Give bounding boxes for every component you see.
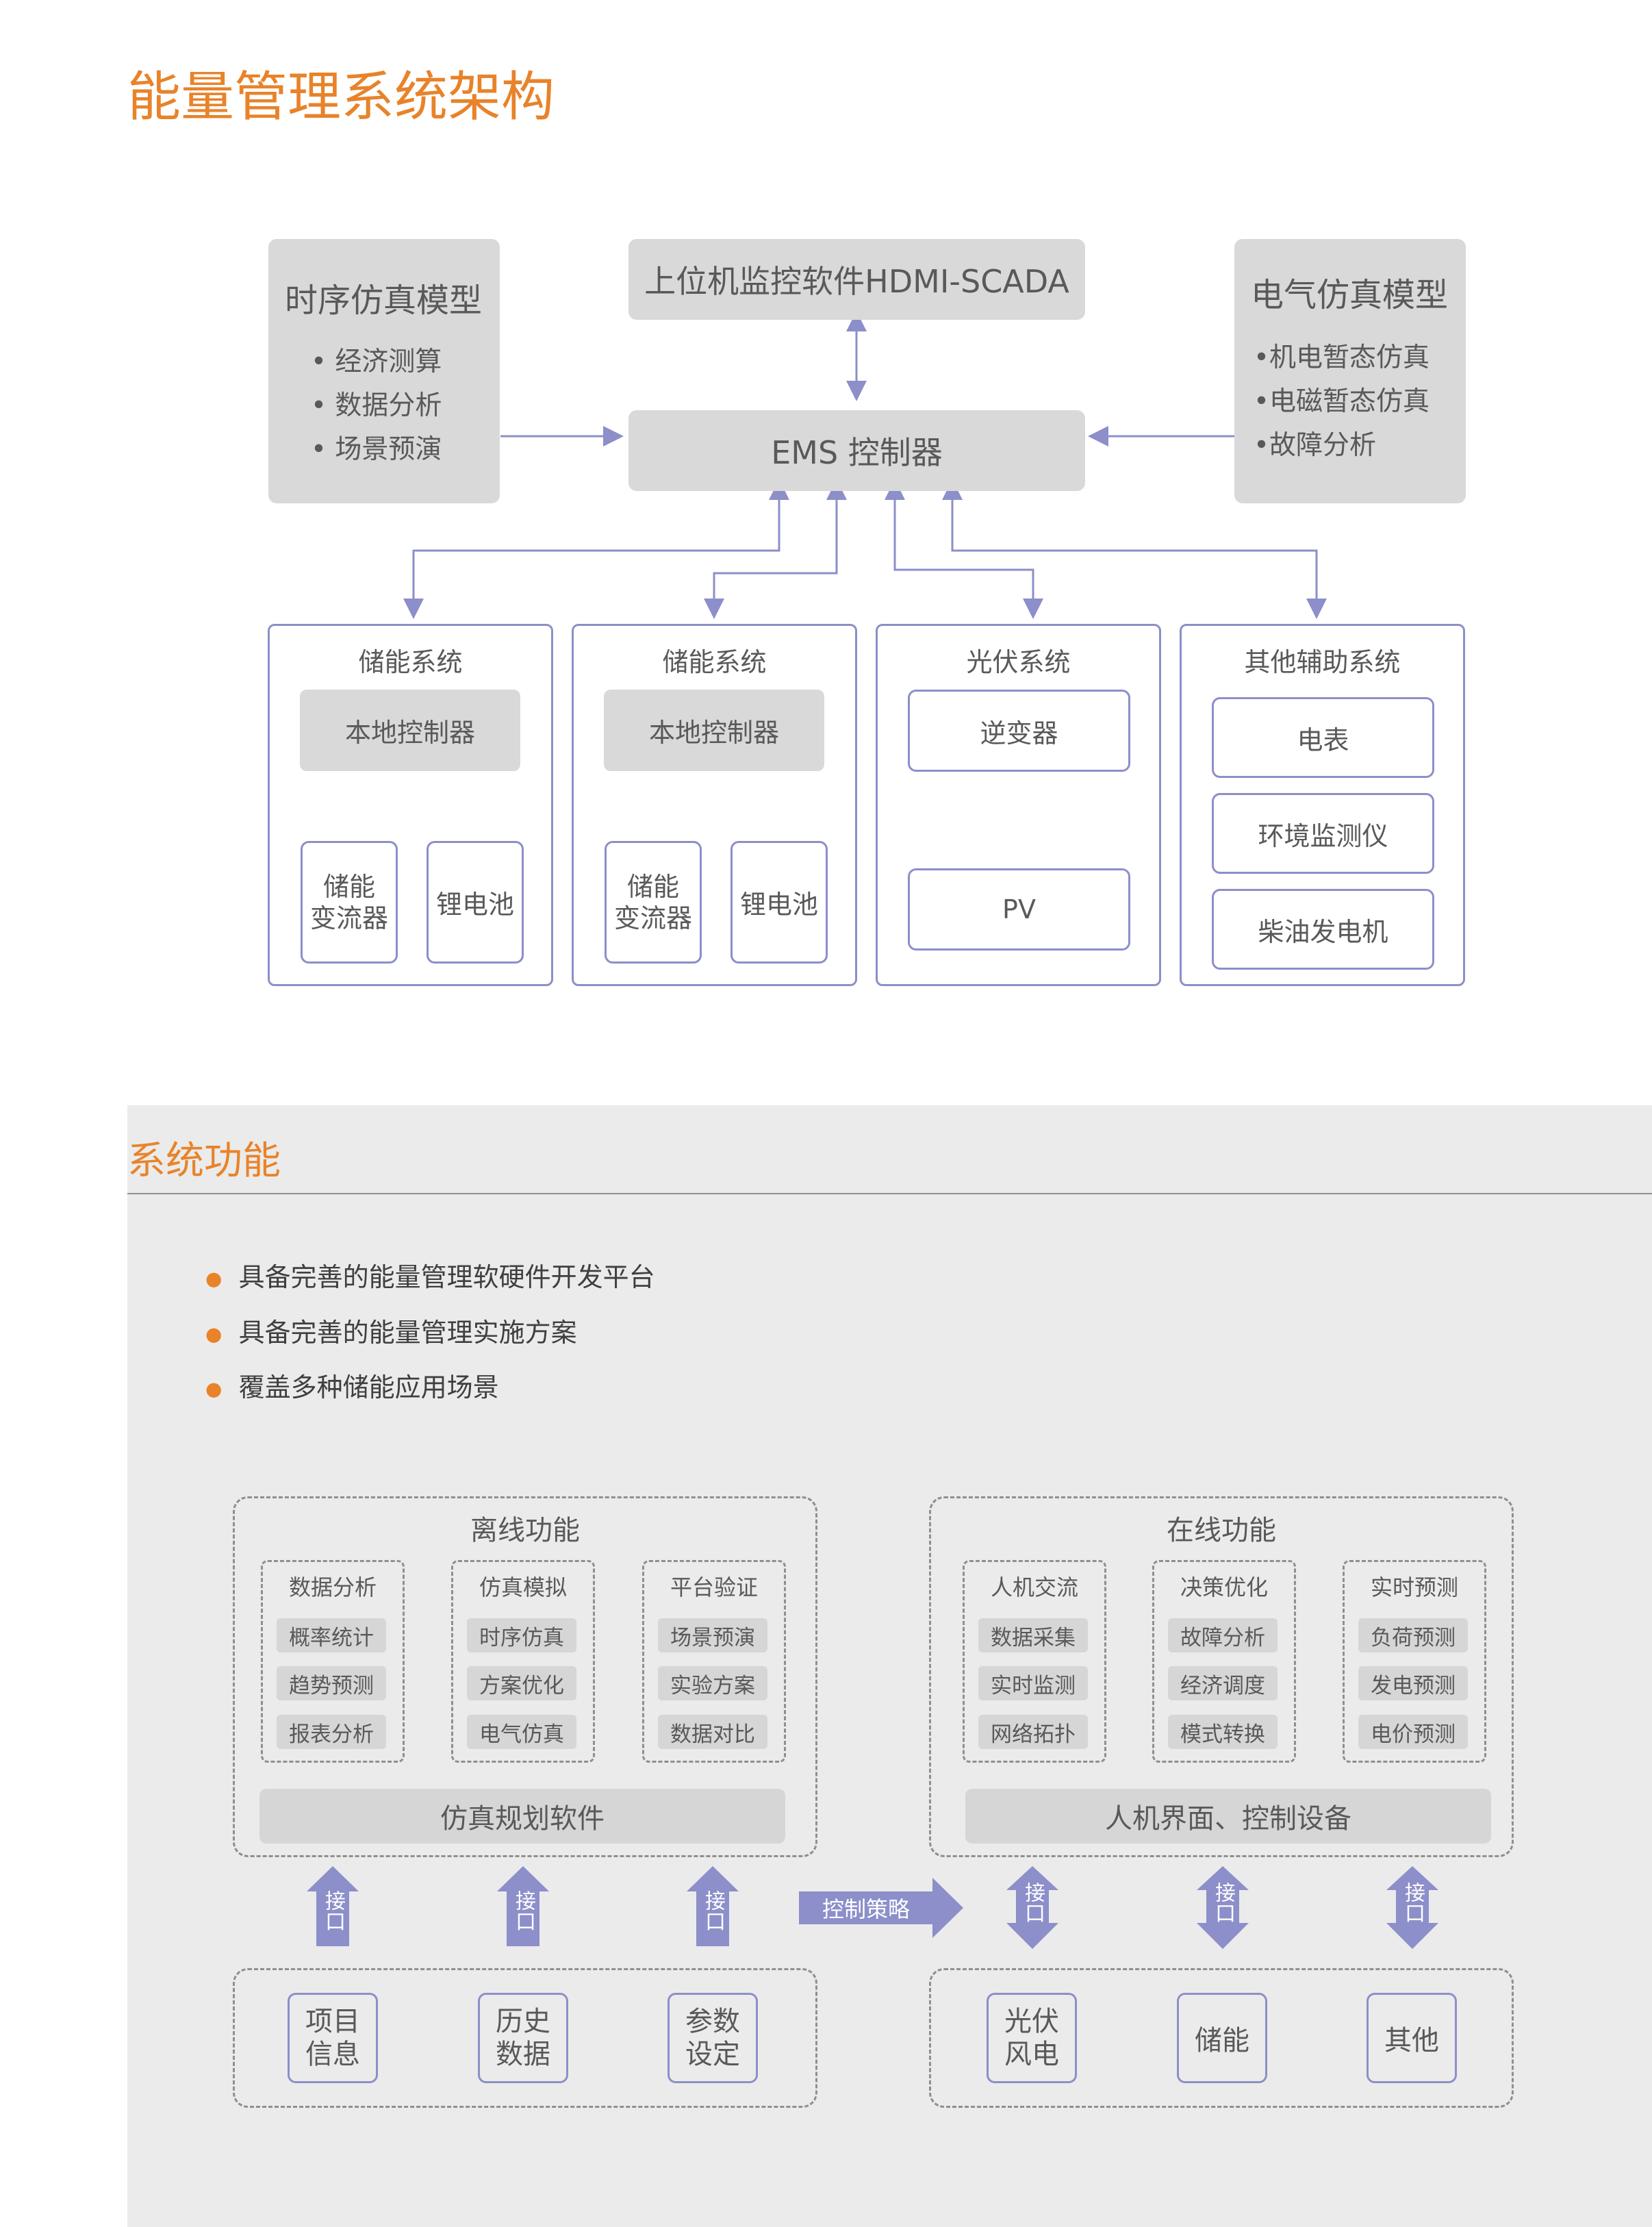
online-functions-box: 在线功能	[929, 1496, 1514, 1857]
function-chip: 发电预测	[1358, 1666, 1468, 1700]
local-controller: 本地控制器	[300, 690, 520, 771]
list-item: ● 覆盖多种储能应用场景	[205, 1372, 499, 1402]
section-divider	[127, 1193, 1652, 1194]
scada-box: 上位机监控软件HDMI-SCADA	[628, 239, 1085, 320]
time-series-model-list: • 经济测算 • 数据分析 • 场景预演	[311, 340, 442, 472]
interface-label: 接口	[1401, 1882, 1425, 1923]
group-title: 仿真模拟	[479, 1574, 567, 1600]
source-pv-wind: 光伏 风电	[987, 1993, 1077, 2083]
function-chip: 趋势预测	[277, 1666, 386, 1700]
offline-group-data-analysis: 数据分析 概率统计 趋势预测 报表分析	[261, 1560, 405, 1763]
function-chip: 故障分析	[1168, 1618, 1278, 1652]
list-item: • 数据分析	[311, 390, 442, 421]
function-chip: 实验方案	[658, 1666, 767, 1700]
diesel-generator-box: 柴油发电机	[1212, 889, 1434, 970]
function-chip: 经济调度	[1168, 1666, 1278, 1700]
electrical-model-list: •机电暂态仿真 •电磁暂态仿真 •故障分析	[1254, 336, 1429, 468]
interface-label: 接口	[1021, 1882, 1045, 1923]
online-group-forecast: 实时预测 负荷预测 发电预测 电价预测	[1343, 1560, 1486, 1763]
list-item: •电磁暂态仿真	[1254, 386, 1430, 417]
interface-label: 接口	[511, 1890, 535, 1931]
storage-system-1: 储能系统 本地控制器 储能 变流器 锂电池	[268, 624, 553, 986]
function-chip: 实时监测	[978, 1666, 1088, 1700]
auxiliary-system: 其他辅助系统 电表 环境监测仪 柴油发电机	[1180, 624, 1465, 986]
lithium-battery: 锂电池	[730, 841, 828, 964]
group-title: 人机交流	[990, 1574, 1078, 1600]
group-title: 数据分析	[288, 1574, 377, 1600]
meter-box: 电表	[1212, 697, 1434, 778]
local-controller: 本地控制器	[604, 690, 824, 771]
online-sources-box	[929, 1968, 1514, 2108]
subsystem-title: 储能系统	[662, 647, 767, 677]
function-chip: 时序仿真	[467, 1618, 576, 1652]
list-item: ● 具备完善的能量管理实施方案	[205, 1317, 577, 1348]
list-item: •机电暂态仿真	[1254, 342, 1430, 373]
strategy-label: 控制策略	[822, 1896, 910, 1922]
offline-sources-box	[233, 1968, 817, 2108]
time-series-model-box: 时序仿真模型 • 经济测算 • 数据分析 • 场景预演	[268, 239, 500, 503]
source-history-data: 历史 数据	[478, 1993, 568, 2083]
function-chip: 报表分析	[277, 1715, 386, 1749]
group-title: 平台验证	[670, 1574, 758, 1600]
interface-label: 接口	[321, 1890, 345, 1931]
pv-box: PV	[908, 868, 1130, 951]
pv-system: 光伏系统 逆变器 PV	[876, 624, 1161, 986]
function-chip: 概率统计	[277, 1618, 386, 1652]
time-series-model-title: 时序仿真模型	[285, 281, 483, 320]
storage-system-2: 储能系统 本地控制器 储能 变流器 锂电池	[572, 624, 857, 986]
function-chip: 数据采集	[978, 1618, 1088, 1652]
list-item: • 经济测算	[311, 347, 442, 377]
feature-list: ● 具备完善的能量管理软硬件开发平台 ● 具备完善的能量管理实施方案 ● 覆盖多…	[205, 1250, 655, 1416]
source-project-info: 项目 信息	[288, 1993, 378, 2083]
simulation-software-bar: 仿真规划软件	[259, 1789, 785, 1844]
function-chip: 方案优化	[467, 1666, 576, 1700]
section-title: 系统功能	[127, 1139, 281, 1183]
interface-label: 接口	[701, 1890, 725, 1931]
storage-converter: 储能 变流器	[605, 841, 702, 964]
inverter-box: 逆变器	[908, 690, 1130, 772]
subsystem-title: 其他辅助系统	[1244, 647, 1401, 677]
electrical-model-title: 电气仿真模型	[1251, 276, 1449, 314]
online-group-hmi: 人机交流 数据采集 实时监测 网络拓扑	[963, 1560, 1106, 1763]
function-chip: 电气仿真	[467, 1715, 576, 1749]
function-chip: 场景预演	[658, 1618, 767, 1652]
source-storage: 储能	[1177, 1993, 1267, 2083]
function-chip: 模式转换	[1168, 1715, 1278, 1749]
subsystem-title: 储能系统	[358, 647, 463, 677]
group-title: 决策优化	[1180, 1574, 1268, 1600]
environment-monitor-box: 环境监测仪	[1212, 793, 1434, 874]
storage-converter: 储能 变流器	[301, 841, 398, 964]
hmi-control-bar: 人机界面、控制设备	[965, 1789, 1491, 1844]
source-others: 其他	[1367, 1993, 1457, 2083]
function-chip: 电价预测	[1358, 1715, 1468, 1749]
online-group-decision: 决策优化 故障分析 经济调度 模式转换	[1152, 1560, 1296, 1763]
function-chip: 负荷预测	[1358, 1618, 1468, 1652]
online-title: 在线功能	[1167, 1515, 1276, 1546]
offline-title: 离线功能	[470, 1515, 580, 1546]
offline-group-platform: 平台验证 场景预演 实验方案 数据对比	[642, 1560, 786, 1763]
list-item: •故障分析	[1254, 430, 1377, 461]
list-item: ● 具备完善的能量管理软硬件开发平台	[205, 1262, 655, 1292]
function-chip: 数据对比	[658, 1715, 767, 1749]
interface-label: 接口	[1211, 1882, 1235, 1923]
offline-group-simulation: 仿真模拟 时序仿真 方案优化 电气仿真	[451, 1560, 595, 1763]
page-title: 能量管理系统架构	[127, 66, 555, 128]
ems-controller-box: EMS 控制器	[628, 410, 1085, 491]
source-parameter-setting: 参数 设定	[668, 1993, 758, 2083]
function-chip: 网络拓扑	[978, 1715, 1088, 1749]
subsystem-title: 光伏系统	[966, 647, 1071, 677]
lithium-battery: 锂电池	[427, 841, 524, 964]
offline-functions-box: 离线功能	[233, 1496, 817, 1857]
electrical-model-box: 电气仿真模型 •机电暂态仿真 •电磁暂态仿真 •故障分析	[1234, 239, 1466, 503]
group-title: 实时预测	[1370, 1574, 1458, 1600]
list-item: • 场景预演	[311, 434, 442, 465]
